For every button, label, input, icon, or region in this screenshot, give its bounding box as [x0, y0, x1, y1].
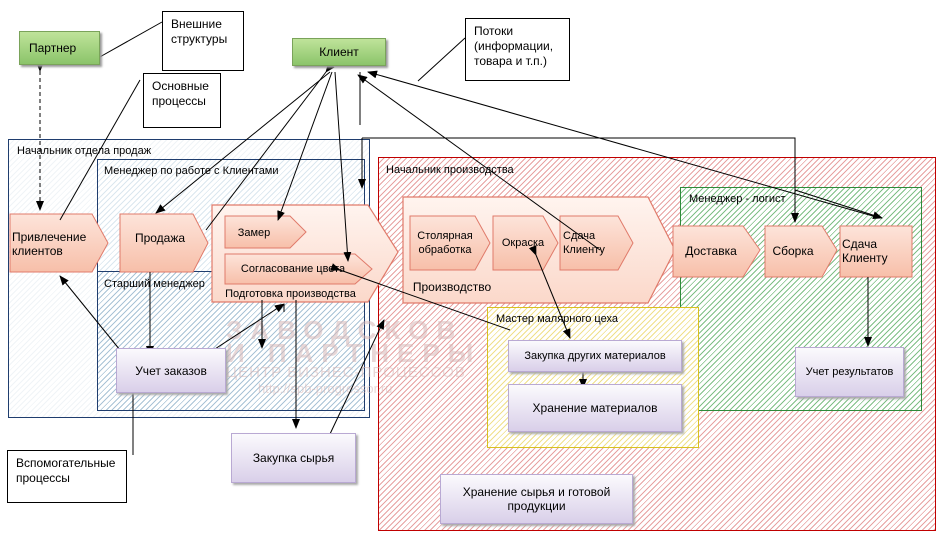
region-label-client-manager: Менеджер по работе с Клиентами	[104, 165, 279, 177]
assembly-chevron	[764, 225, 838, 278]
note-flows: Потоки (информации, товара и т.п.)	[465, 18, 570, 81]
node-client[interactable]: Клиент	[292, 38, 386, 66]
support-orders[interactable]: Учет заказов	[116, 348, 226, 393]
process-handover-prod[interactable]: Сдача Клиенту	[563, 230, 605, 256]
support-purchase-other[interactable]: Закупка других материалов	[508, 340, 682, 372]
note-external: Внешние структуры	[162, 11, 244, 71]
attract-chevron	[9, 213, 109, 273]
handover-final-box	[839, 225, 913, 278]
support-storage-raw[interactable]: Хранение сырья и готовой продукции	[440, 474, 633, 524]
process-color-approval[interactable]: Согласование цвета	[240, 263, 346, 275]
process-handover-final[interactable]: Сдача Клиенту	[842, 237, 888, 265]
region-label-senior-manager: Старший менеджер	[104, 278, 205, 290]
color-chevron	[224, 253, 373, 285]
process-sale[interactable]: Продажа	[134, 231, 186, 245]
region-label-sales-head: Начальник отдела продаж	[17, 145, 152, 157]
process-painting[interactable]: Окраска	[501, 237, 545, 249]
region-label-logistics-manager: Менеджер - логист	[689, 193, 786, 205]
process-production[interactable]: Производство	[412, 280, 492, 294]
region-label-production-head: Начальник производства	[386, 164, 514, 176]
process-assembly[interactable]: Сборка	[772, 244, 814, 258]
note-main: Основные процессы	[143, 73, 221, 128]
node-partner[interactable]: Партнер	[19, 31, 100, 65]
delivery-chevron	[672, 225, 761, 278]
process-measure[interactable]: Замер	[237, 227, 271, 239]
joinery-chevron	[409, 215, 491, 271]
support-results[interactable]: Учет результатов	[795, 347, 904, 397]
support-purchase-raw[interactable]: Закупка сырья	[231, 433, 356, 483]
process-prep[interactable]: Подготовка производства	[225, 288, 356, 300]
watermark: ЗАВОДСКОВ И ПАРТНЕРЫ ЦЕНТР БИЗНЕС-ПРОЦЕС…	[226, 315, 482, 396]
support-storage-materials[interactable]: Хранение материалов	[508, 384, 682, 432]
process-attract[interactable]: Привлечение клиентов	[12, 230, 87, 258]
process-delivery[interactable]: Доставка	[685, 244, 737, 258]
process-joinery[interactable]: Столярная обработка	[417, 230, 473, 256]
sale-chevron	[119, 213, 209, 273]
note-aux: Вспомогательные процессы	[7, 450, 127, 503]
